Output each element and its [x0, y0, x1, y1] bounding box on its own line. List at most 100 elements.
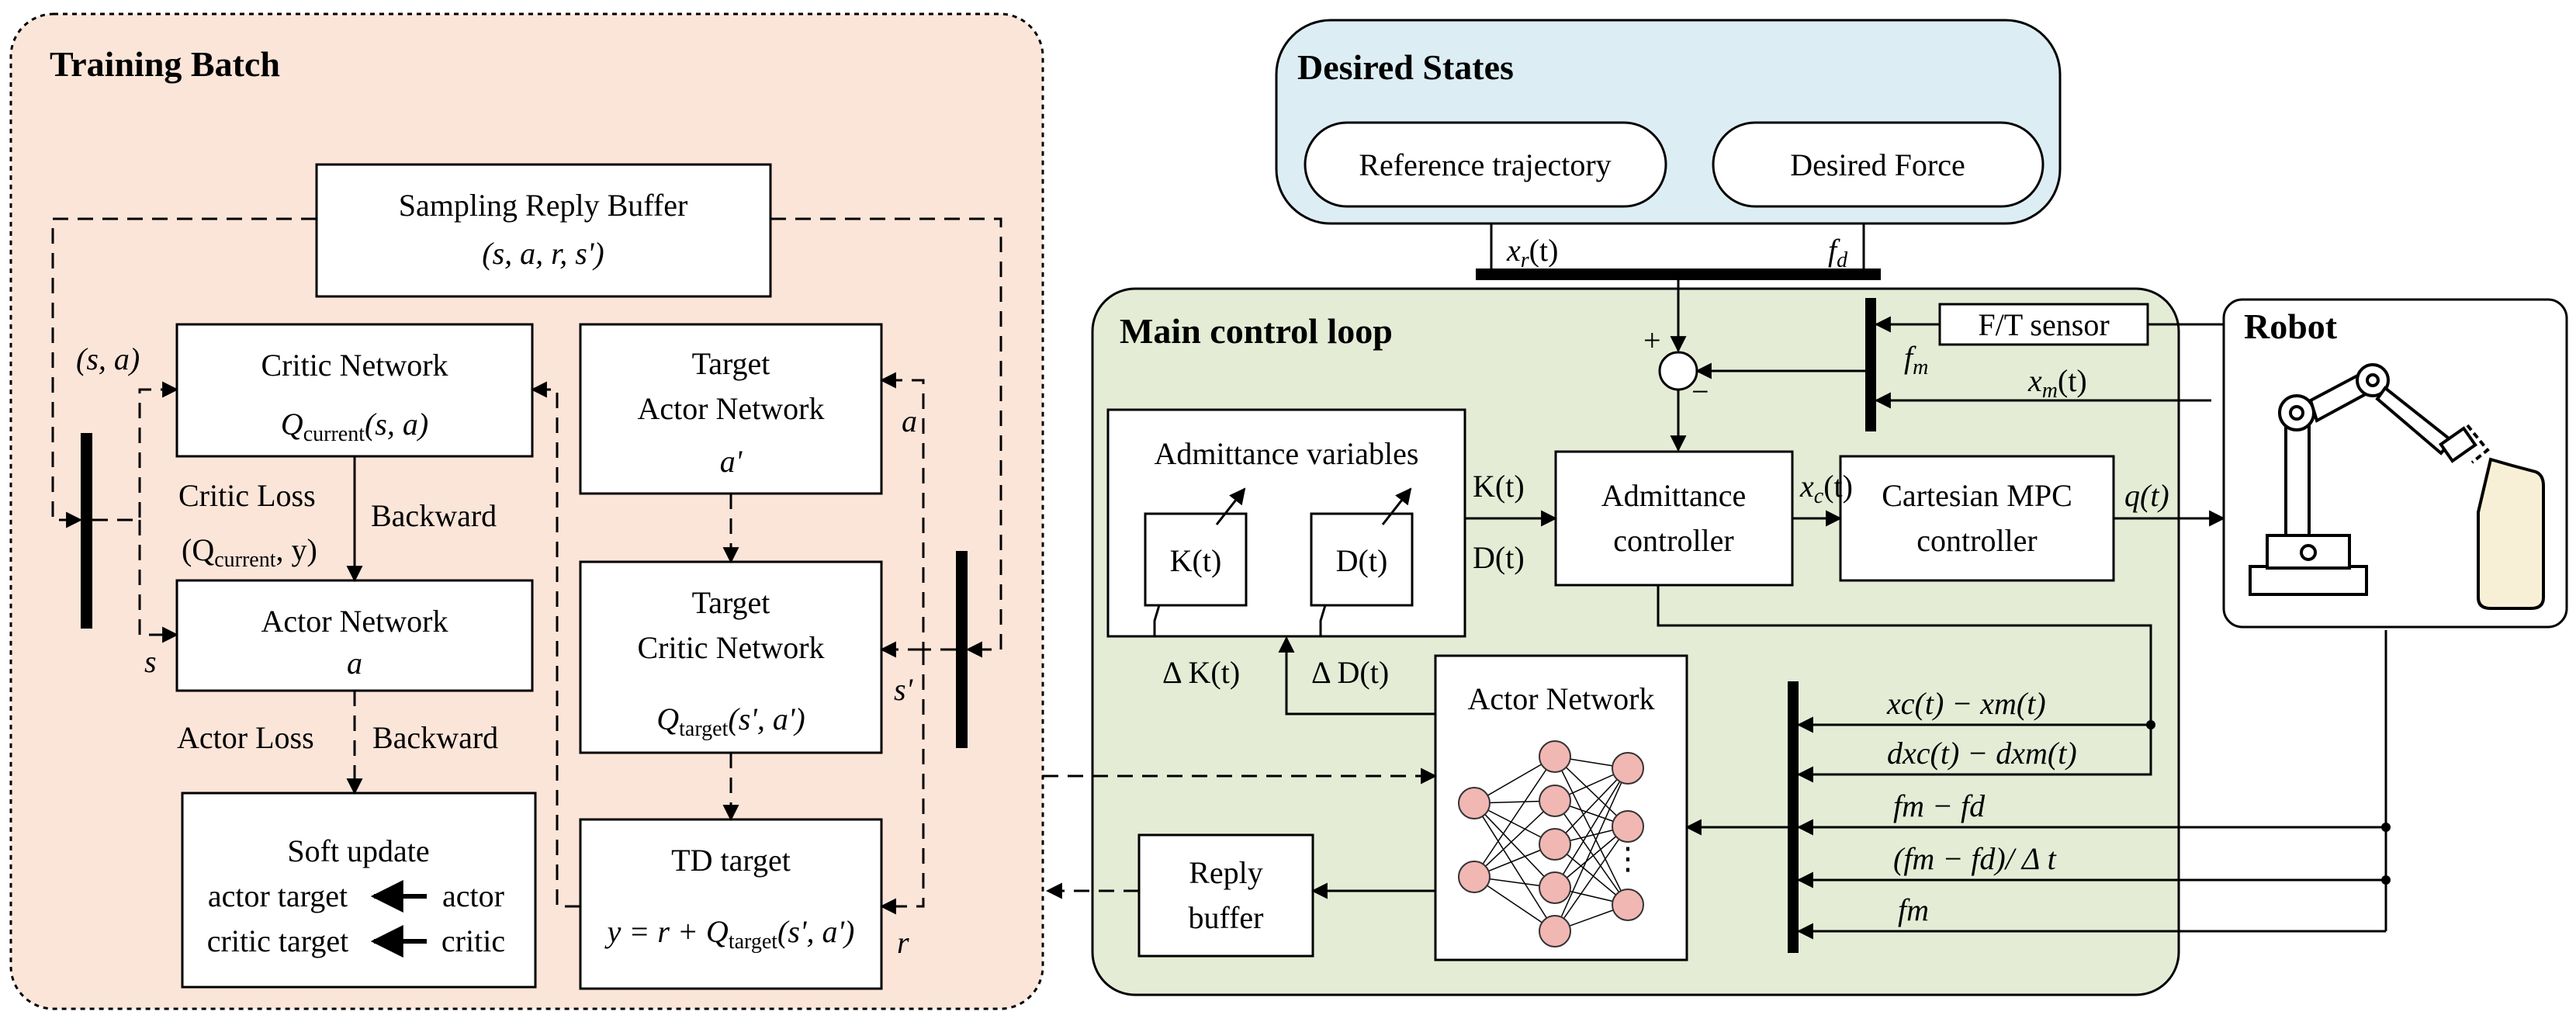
desired-states-panel: Desired States Reference trajectory Desi… — [1275, 19, 2062, 225]
ft-sensor-box — [1938, 303, 2149, 346]
reply-buffer-line2: buffer — [1189, 900, 1264, 935]
input4-label: (fm − fd)/ Δ t — [1893, 841, 2057, 876]
kt-label: K(t) — [1473, 469, 1525, 504]
d-adjust-arrow — [1381, 487, 1412, 525]
nn-node — [1539, 785, 1571, 817]
reply-buffer-box — [1137, 833, 1314, 958]
td-target-label: TD target — [671, 843, 791, 878]
nn-node — [1539, 871, 1571, 904]
feedback-bus-bar — [1865, 298, 1876, 431]
admittance-controller-line1: Admittance — [1601, 478, 1747, 513]
sum-minus: − — [1691, 374, 1709, 409]
training-batch-panel: Training Batch Sampling Reply Buffer (s,… — [9, 12, 1044, 1010]
label-a: a — [902, 404, 917, 438]
soft-update-actor-target: actor target — [208, 878, 348, 913]
k-box-label: K(t) — [1170, 543, 1222, 578]
label-s-prime: s' — [894, 672, 914, 707]
soft-update-box: Soft update actor target actor critic ta… — [181, 792, 537, 989]
actor-network-main-box: Actor Network ⋮ — [1434, 654, 1688, 961]
left-bar-to-actor — [138, 520, 179, 643]
label-critic-loss-args: (Qcurrent, y) — [182, 532, 317, 572]
gripper-workpiece-icon — [2477, 457, 2545, 610]
td-target-equation: y = r + Qtarget(s', a') — [604, 914, 855, 954]
left-bar-to-critic — [92, 381, 179, 521]
nn-node — [1539, 828, 1571, 861]
nn-edge — [1473, 802, 1556, 932]
xc-feedback-line — [1657, 585, 2152, 725]
td-target-to-critic — [530, 381, 580, 908]
d-box — [1310, 512, 1414, 607]
nn-edge — [1554, 756, 1629, 906]
nn-edge — [1554, 767, 1629, 889]
actor-network-label: Actor Network — [261, 604, 448, 639]
target-critic-line1: Target — [692, 585, 770, 620]
nn-edge — [1473, 756, 1556, 878]
k-box — [1144, 512, 1248, 607]
admittance-variables-label: Admittance variables — [1155, 436, 1419, 471]
label-backward-1: Backward — [371, 498, 497, 533]
soft-update-title: Soft update — [287, 833, 429, 868]
robot-title: Robot — [2244, 307, 2338, 346]
delta-d-label: Δ D(t) — [1311, 655, 1389, 690]
soft-update-actor: actor — [442, 878, 504, 913]
admittance-variables-box: Admittance variables K(t) D(t) — [1106, 408, 1466, 638]
main-control-loop-title: Main control loop — [1120, 311, 1393, 351]
label-r: r — [897, 925, 909, 960]
admittance-controller-line2: controller — [1613, 523, 1734, 558]
reply-buffer-line1: Reply — [1189, 855, 1263, 890]
robot-arm-icon — [2249, 363, 2545, 610]
critic-network-box: Critic Network Qcurrent(s, a) — [175, 323, 534, 458]
xc-label: xc(t) — [1799, 469, 1853, 508]
nn-ellipsis: ⋮ — [1612, 841, 1643, 876]
desired-bus-bar — [1476, 268, 1881, 280]
admittance-controller-box — [1554, 450, 1794, 587]
qt-label: q(t) — [2124, 478, 2169, 513]
input5-label: fm — [1898, 892, 1929, 927]
mpc-line1: Cartesian MPC — [1882, 478, 2072, 513]
nn-edge — [1473, 802, 1556, 889]
nn-edge — [1554, 767, 1629, 932]
ft-sensor-label: F/T sensor — [1978, 307, 2109, 342]
buffer-to-left-bar — [51, 217, 317, 528]
nn-node — [1539, 740, 1571, 773]
critic-network-label: Critic Network — [261, 348, 448, 383]
target-actor-line2: Actor Network — [637, 391, 824, 426]
buffer-to-right-bar — [770, 217, 1002, 658]
nn-node — [1539, 915, 1571, 948]
xr-label: xr(t) — [1506, 233, 1558, 272]
actor-network-output: a — [347, 646, 362, 681]
actor-network-box: Actor Network a — [175, 579, 534, 692]
input1-label: xc(t) − xm(t) — [1886, 686, 2046, 721]
dt-label: D(t) — [1473, 540, 1525, 575]
label-critic-loss: Critic Loss — [178, 478, 316, 513]
right-bar-to-td-target — [879, 650, 925, 915]
cartesian-mpc-box — [1839, 455, 2115, 582]
target-actor-output: a' — [720, 444, 743, 479]
desired-states-title: Desired States — [1297, 47, 1514, 87]
target-critic-line2: Critic Network — [637, 630, 824, 665]
xm-label: xm(t) — [2027, 363, 2087, 403]
soft-update-critic-target: critic target — [207, 923, 349, 958]
reference-trajectory-box — [1304, 121, 1667, 208]
neural-network-graphic: ⋮ — [1458, 740, 1644, 948]
input2-arrow — [1796, 725, 2152, 783]
nn-node — [1612, 889, 1644, 921]
sampling-reply-buffer-tuple: (s, a, r, s') — [482, 236, 604, 271]
nn-edge — [1473, 800, 1556, 878]
actor-network-main-label: Actor Network — [1467, 681, 1654, 716]
right-bar-to-target-actor — [879, 372, 956, 651]
nn-edge — [1554, 767, 1629, 845]
input3-label: fm − fd — [1893, 788, 1986, 823]
label-s-a: (s, a) — [76, 341, 140, 376]
reference-trajectory-label: Reference trajectory — [1359, 147, 1611, 182]
nn-edge — [1554, 826, 1629, 932]
fd-label: fd — [1828, 233, 1848, 272]
d-tail — [1319, 605, 1327, 636]
target-critic-network-box: Target Critic Network Qtarget(s', a') — [579, 560, 883, 754]
target-actor-line1: Target — [692, 346, 770, 381]
right-bus-bar — [956, 551, 968, 748]
target-critic-q: Qtarget(s', a') — [656, 702, 805, 741]
desired-force-label: Desired Force — [1790, 147, 1965, 182]
k-adjust-arrow — [1215, 487, 1246, 525]
label-actor-loss: Actor Loss — [177, 720, 314, 755]
